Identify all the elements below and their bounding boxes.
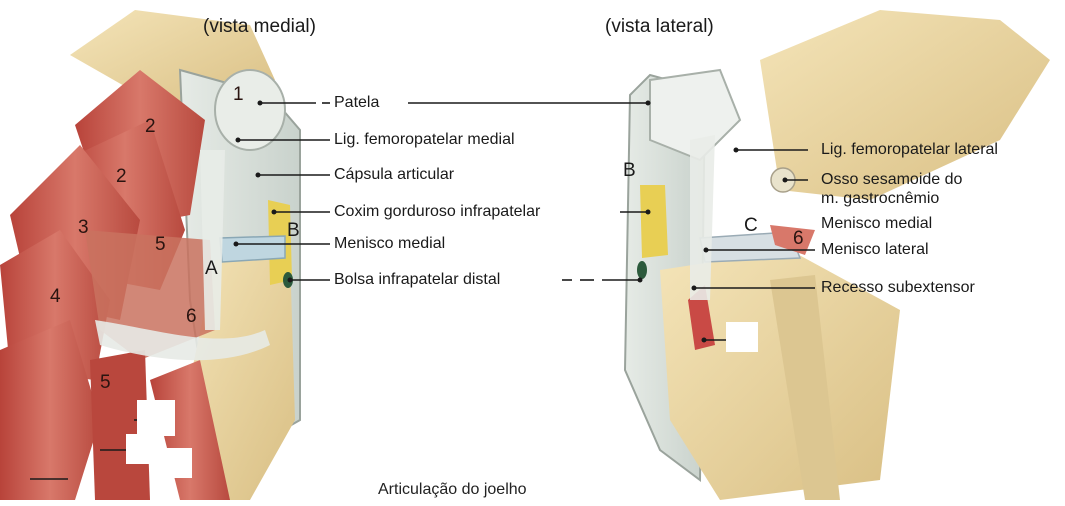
structure-number: 3 [78,217,89,239]
figure-caption: Articulação do joelho [378,481,527,499]
structure-number: 4 [50,286,61,308]
label-bolsa-infrapatelar: Bolsa infrapatelar distal [334,271,500,289]
structure-number: 5 [100,372,111,394]
structure-number: 6 [793,228,804,250]
lateral-view-title: (vista lateral) [605,16,714,38]
structure-number: 2 [145,116,156,138]
structure-number: 5 [155,234,166,256]
label-recesso-subextensor: Recesso subextensor [821,279,975,297]
label-patela: Patela [334,94,379,112]
label-menisco-lateral: Menisco lateral [821,241,929,259]
label-capsula-articular: Cápsula articular [334,166,454,184]
label-mask [162,448,192,478]
label-mask [126,434,156,464]
label-mask [726,322,758,352]
structure-letter: B [287,220,300,242]
label-osso-sesamoide: Osso sesamoide do [821,171,962,189]
label-lig-femoropatelar-medial: Lig. femoropatelar medial [334,131,515,149]
label-mask [137,400,175,436]
label-lig-femoropatelar-lateral: Lig. femoropatelar lateral [821,141,998,159]
structure-number: 1 [233,84,244,106]
structure-number: 2 [116,166,127,188]
medial-view-title: (vista medial) [203,16,316,38]
label-gastrocnemio: m. gastrocnêmio [821,190,939,208]
structure-letter: B [623,160,636,182]
structure-number: 6 [186,306,197,328]
structure-letter: C [744,215,758,237]
label-menisco-medial-lateral-view: Menisco medial [821,215,932,233]
structure-letter: A [205,258,218,280]
label-coxim-gorduroso: Coxim gorduroso infrapatelar [334,203,540,221]
label-menisco-medial: Menisco medial [334,235,445,253]
